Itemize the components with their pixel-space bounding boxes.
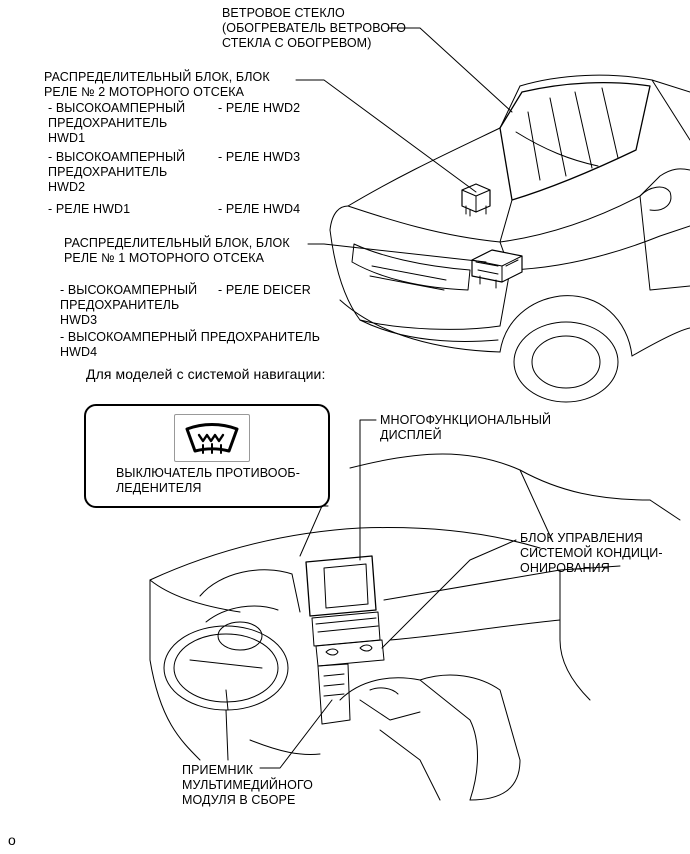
corner-mark: o	[8, 832, 16, 848]
relay-block-1-item: - ВЫСОКОАМПЕРНЫЙ ПРЕДОХРАНИТЕЛЬ HWD3	[60, 283, 198, 327]
relay-block-1-item: - РЕЛЕ DEICER	[218, 283, 311, 297]
relay-block-1-title: РАСПРЕДЕЛИТЕЛЬНЫЙ БЛОК, БЛОК РЕЛЕ № 1 МО…	[64, 236, 290, 265]
relay-block-2-item: - РЕЛЕ HWD2	[218, 101, 301, 115]
relay-block-2-title: РАСПРЕДЕЛИТЕЛЬНЫЙ БЛОК, БЛОК РЕЛЕ № 2 МО…	[44, 70, 270, 99]
relay-block-2-item: - РЕЛЕ HWD1	[48, 202, 131, 216]
relay-block-1-graphic	[471, 249, 523, 289]
nav-models-heading: Для моделей с системой навигации:	[86, 366, 326, 382]
relay-block-2-graphic	[461, 183, 491, 217]
leader-lines-top	[295, 27, 513, 263]
relay-block-2-item: - ВЫСОКОАМПЕРНЫЙ ПРЕДОХРАНИТЕЛЬ HWD2	[48, 150, 186, 194]
dashboard-illustration	[149, 453, 681, 801]
relay-block-2-item: - ВЫСОКОАМПЕРНЫЙ ПРЕДОХРАНИТЕЛЬ HWD1	[48, 101, 186, 145]
ac-unit-label: БЛОК УПРАВЛЕНИЯ СИСТЕМОЙ КОНДИЦИ- ОНИРОВ…	[520, 531, 663, 575]
deicer-switch-callout: ВЫКЛЮЧАТЕЛЬ ПРОТИВООБ- ЛЕДЕНИТЕЛЯ	[84, 404, 330, 508]
multi-display-label: МНОГОФУНКЦИОНАЛЬНЫЙ ДИСПЛЕЙ	[380, 413, 552, 442]
receiver-label: ПРИЕМНИК МУЛЬТИМЕДИЙНОГО МОДУЛЯ В СБОРЕ	[182, 763, 313, 807]
deicer-switch-icon-frame	[174, 414, 250, 462]
relay-block-2-item: - РЕЛЕ HWD3	[218, 150, 301, 164]
relay-block-2-item: - РЕЛЕ HWD4	[218, 202, 301, 216]
deicer-switch-label: ВЫКЛЮЧАТЕЛЬ ПРОТИВООБ- ЛЕДЕНИТЕЛЯ	[116, 466, 300, 495]
windshield-deicer-icon	[185, 423, 239, 454]
windshield-label: ВЕТРОВОЕ СТЕКЛО (ОБОГРЕВАТЕЛЬ ВЕТРОВОГО …	[222, 6, 407, 50]
vehicle-front-illustration	[329, 74, 690, 403]
relay-block-1-item: - ВЫСОКОАМПЕРНЫЙ ПРЕДОХРАНИТЕЛЬ HWD4	[60, 330, 321, 359]
